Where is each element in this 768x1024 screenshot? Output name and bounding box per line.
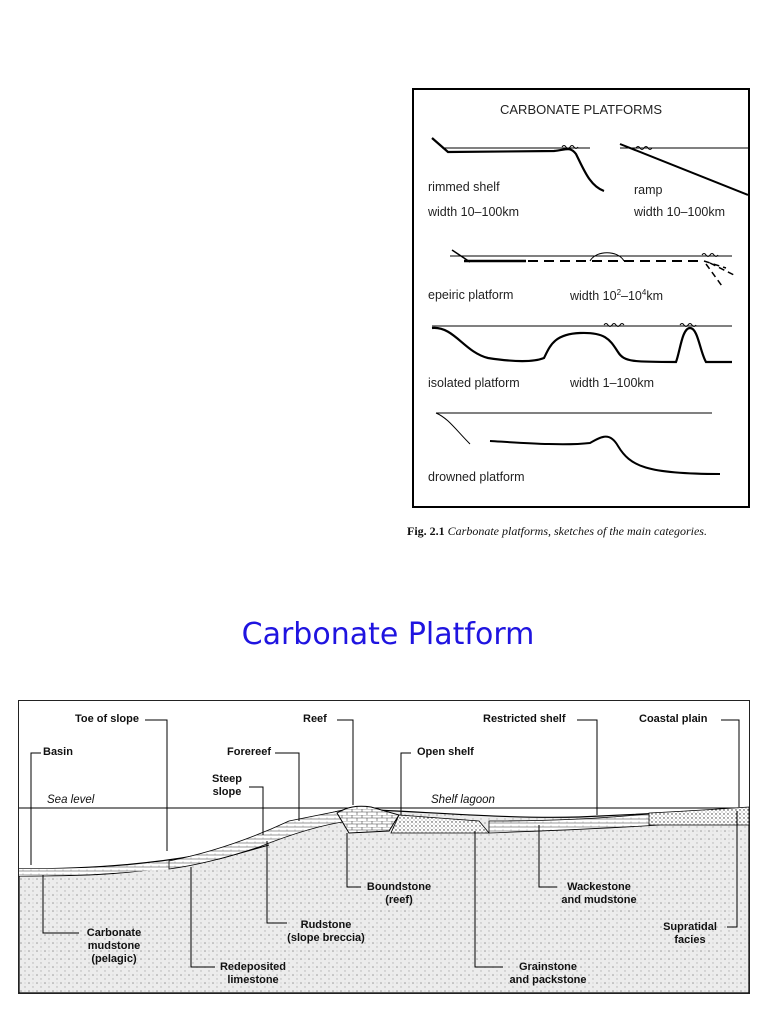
ramp-sketch [619,143,748,196]
label-forereef: Forereef [227,746,272,758]
epeiric-platform-sketch [450,249,737,287]
label-coastal-plain: Coastal plain [639,713,708,725]
platform-sketches [431,137,748,475]
slide-title: Carbonate Platform [241,617,535,652]
epeiric-width: width 102–104km [570,288,663,304]
label-steep-slope: Steep slope [212,773,242,798]
rimmed-shelf-label: rimmed shelf [428,180,500,194]
label-sea-level: Sea level [47,794,95,806]
label-restricted-shelf: Restricted shelf [483,713,566,725]
label-redeposited-limestone: Redeposited limestone [219,961,286,986]
figure-header: CARBONATE PLATFORMS [500,102,663,117]
label-grainstone: Grainstone and packstone [509,961,587,986]
carbonate-platforms-figure: CARBONATE PLATFORMS [412,88,750,508]
epeiric-label: epeiric platform [428,288,514,302]
label-carbonate-mudstone: Carbonate mudstone (pelagic) [86,927,142,965]
rimmed-shelf-sketch [431,137,605,193]
profile-cross-section [19,719,749,993]
drowned-platform-sketch [435,412,721,475]
label-rudstone: Rudstone (slope breccia) [287,919,365,944]
rimmed-shelf-width: width 10–100km [428,205,520,219]
label-basin: Basin [43,746,73,758]
label-reef: Reef [303,713,327,725]
label-toe-of-slope: Toe of slope [75,713,139,725]
caption-label: Fig. 2.1 [407,524,445,538]
isolated-width: width 1–100km [570,376,655,390]
isolated-platform-sketch [431,323,732,364]
ramp-label: ramp [634,183,663,197]
ramp-width: width 10–100km [634,205,726,219]
label-shelf-lagoon: Shelf lagoon [431,794,495,806]
drowned-label: drowned platform [428,470,525,484]
label-wackestone: Wackestone and mudstone [561,881,637,906]
label-supratidal-facies: Supratidal facies [663,921,717,946]
caption-text: Carbonate platforms, sketches of the mai… [447,524,707,538]
isolated-label: isolated platform [428,376,520,390]
figure-caption: Fig. 2.1 Carbonate platforms, sketches o… [407,524,727,539]
platform-profile-figure: Toe of slope Basin Forereef Reef Steep s… [18,700,750,994]
label-boundstone: Boundstone (reef) [366,881,432,906]
label-open-shelf: Open shelf [417,746,474,758]
